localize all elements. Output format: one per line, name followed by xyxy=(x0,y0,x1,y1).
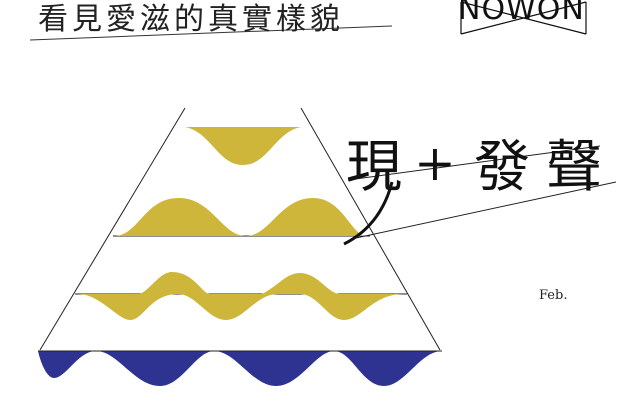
title-strike-line xyxy=(347,145,601,181)
wave-band-2 xyxy=(116,198,364,236)
wave-band-3e xyxy=(300,294,404,320)
wave-band-3 xyxy=(78,294,178,320)
title-plus: + xyxy=(414,134,456,192)
logo-mark xyxy=(460,1,587,35)
title-char-2: 發 xyxy=(474,135,530,200)
headline-strike-line xyxy=(29,25,393,41)
nowon-logo: NOWON xyxy=(458,0,585,27)
title-char-1: 現 xyxy=(346,135,402,200)
wave-band-4-left xyxy=(38,351,96,378)
title-char-3: 聲 xyxy=(546,135,602,200)
title-cross-line xyxy=(355,181,617,239)
wave-band-3b xyxy=(140,272,210,294)
wave-band-4 xyxy=(38,351,442,386)
wave-band-1 xyxy=(185,127,301,165)
triangle-left-edge xyxy=(39,107,186,351)
wave-band-3d xyxy=(262,273,340,294)
headline: 看見愛滋的真實樣貌 xyxy=(38,2,344,37)
triangle-right-edge xyxy=(300,107,441,351)
wave-band-3c xyxy=(178,294,278,320)
month-label: Feb. xyxy=(539,288,568,303)
title-swoosh xyxy=(343,181,394,246)
